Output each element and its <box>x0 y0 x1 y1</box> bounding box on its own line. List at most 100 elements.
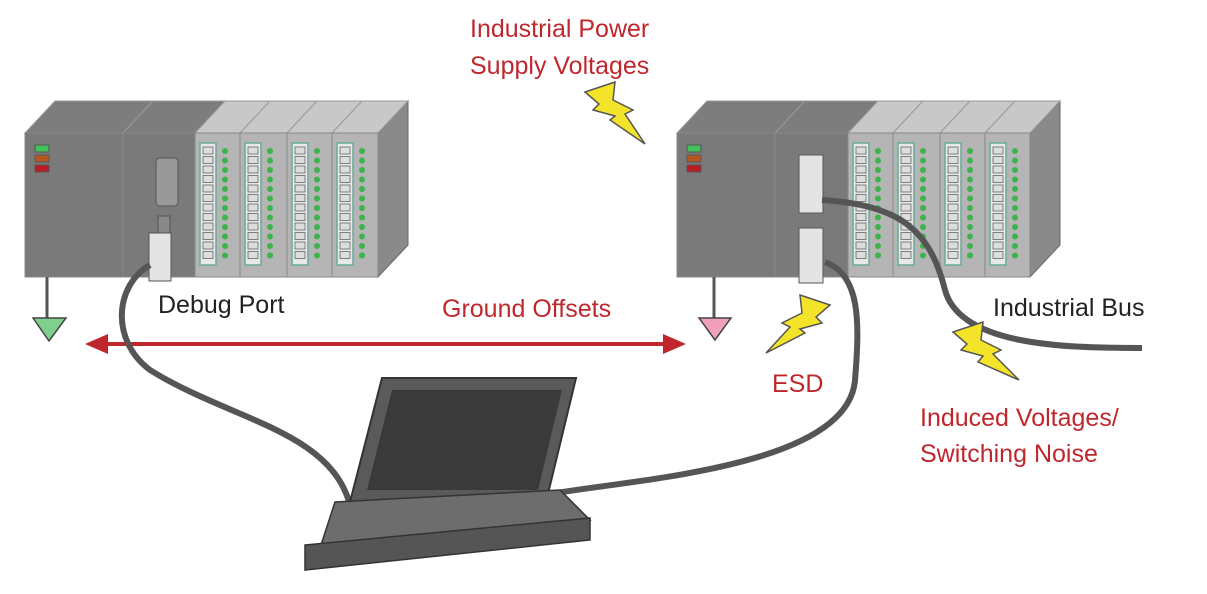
io-led <box>967 176 973 183</box>
plc-left <box>23 99 410 282</box>
io-led <box>359 233 365 240</box>
terminal <box>202 194 214 202</box>
lightning-bolt-icon <box>583 80 646 145</box>
terminal <box>947 241 959 250</box>
io-led <box>967 252 973 259</box>
esd-cable <box>544 259 861 498</box>
terminal <box>900 165 912 174</box>
status-led <box>34 154 50 163</box>
terminal <box>339 251 351 259</box>
io-led <box>875 167 881 173</box>
terminal <box>947 213 959 221</box>
io-led <box>267 243 273 249</box>
terminal <box>294 213 306 221</box>
terminal <box>294 146 306 155</box>
io-led <box>920 205 926 211</box>
debug-cable <box>118 262 353 506</box>
plc-right <box>675 99 1062 284</box>
io-led <box>222 233 228 240</box>
io-led <box>1012 243 1018 249</box>
terminal <box>339 184 351 193</box>
io-led <box>1012 176 1018 183</box>
terminal <box>339 222 351 231</box>
io-led <box>314 186 320 192</box>
io-led <box>314 205 320 211</box>
industrial-bus-cable <box>821 197 1143 351</box>
io-led <box>920 186 926 192</box>
industrial-bus-label: Industrial Bus <box>993 294 1144 322</box>
terminal <box>294 184 306 193</box>
io-led <box>967 233 973 240</box>
terminal <box>202 146 214 155</box>
io-led <box>920 167 926 173</box>
switching-noise-label: Switching Noise <box>920 440 1098 468</box>
io-led <box>875 243 881 249</box>
terminal <box>900 146 912 155</box>
terminal <box>247 184 259 193</box>
terminal <box>855 146 867 155</box>
io-led <box>359 176 365 183</box>
io-led <box>967 148 973 154</box>
io-led <box>267 214 273 221</box>
terminal <box>247 213 259 221</box>
terminal <box>247 194 259 202</box>
terminal <box>339 146 351 155</box>
terminal <box>247 222 259 231</box>
terminal <box>947 203 959 212</box>
terminal <box>294 156 306 164</box>
io-led <box>222 214 228 221</box>
terminal <box>992 241 1004 250</box>
io-led <box>267 176 273 183</box>
terminal <box>202 203 214 212</box>
esd-label: ESD <box>772 370 823 398</box>
io-led <box>267 186 273 192</box>
terminal <box>900 175 912 183</box>
terminal <box>855 222 867 231</box>
terminal <box>900 251 912 259</box>
terminal <box>339 232 351 240</box>
terminal <box>247 146 259 155</box>
io-led <box>267 224 273 230</box>
io-led <box>267 195 273 202</box>
io-led <box>314 157 320 164</box>
terminal <box>992 251 1004 259</box>
terminal <box>247 156 259 164</box>
terminal <box>947 222 959 231</box>
terminal <box>294 203 306 212</box>
io-led <box>1012 167 1018 173</box>
terminal <box>247 175 259 183</box>
ground-left-icon <box>31 277 68 343</box>
terminal <box>294 194 306 202</box>
power-label-line1: Industrial Power <box>470 15 649 43</box>
ground-offset-arrow <box>85 334 686 354</box>
io-led <box>1012 252 1018 259</box>
terminal <box>202 156 214 164</box>
io-led <box>222 224 228 230</box>
terminal <box>992 194 1004 202</box>
terminal <box>855 213 867 221</box>
io-led <box>875 214 881 221</box>
terminal <box>202 165 214 174</box>
io-led <box>359 167 365 173</box>
io-led <box>222 252 228 259</box>
io-led <box>314 148 320 154</box>
serial-port-icon <box>155 157 179 207</box>
io-led <box>875 224 881 230</box>
io-led <box>967 224 973 230</box>
io-led <box>920 252 926 259</box>
terminal <box>947 156 959 164</box>
terminal <box>247 241 259 250</box>
terminal <box>339 203 351 212</box>
terminal <box>992 203 1004 212</box>
io-led <box>1012 214 1018 221</box>
io-led <box>222 148 228 154</box>
io-led <box>314 214 320 221</box>
io-led <box>359 148 365 154</box>
io-led <box>875 186 881 192</box>
io-led <box>920 224 926 230</box>
terminal <box>992 213 1004 221</box>
io-led <box>875 252 881 259</box>
io-led <box>267 167 273 173</box>
terminal <box>900 232 912 240</box>
